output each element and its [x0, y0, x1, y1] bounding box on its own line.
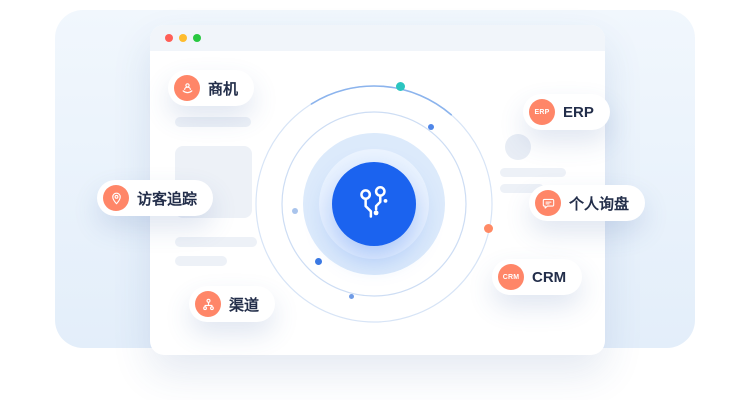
- pill-personal-inquiry: 个人询盘: [529, 185, 646, 221]
- accent-dot-teal: [396, 82, 405, 91]
- traffic-light-green-icon: [193, 34, 201, 42]
- skeleton-line: [175, 256, 227, 266]
- skeleton-line: [175, 237, 257, 247]
- pill-erp: ERP ERP: [523, 94, 610, 130]
- pill-opportunity: 商机: [168, 70, 255, 106]
- accent-dot-blue: [349, 294, 354, 299]
- erp-badge-text: ERP: [534, 108, 550, 116]
- pill-label: CRM: [532, 268, 567, 286]
- skeleton-line: [500, 168, 566, 177]
- pill-label: 访客追踪: [137, 190, 198, 208]
- crm-badge-text: CRM: [502, 273, 520, 281]
- accent-dot-blue: [315, 258, 322, 265]
- traffic-light-red-icon: [165, 34, 173, 42]
- hand-holding-user-icon: [174, 75, 200, 101]
- pill-channel: 渠道: [189, 286, 276, 322]
- traffic-light-yellow-icon: [179, 34, 187, 42]
- pill-visitor-tracking: 访客追踪: [97, 180, 214, 216]
- integration-hub: [332, 162, 416, 246]
- window-topbar: [150, 25, 605, 51]
- org-chart-icon: [195, 291, 221, 317]
- skeleton-line: [175, 117, 251, 127]
- crm-badge-icon: CRM: [498, 264, 524, 290]
- integration-circuit-icon: [360, 186, 388, 218]
- skeleton-circle: [505, 134, 531, 160]
- chat-bubble-icon: [535, 190, 561, 216]
- location-pin-icon: [103, 185, 129, 211]
- accent-dot-blue: [428, 124, 434, 130]
- pill-crm: CRM CRM: [492, 259, 583, 295]
- accent-dot-blue: [292, 208, 298, 214]
- erp-badge-icon: ERP: [529, 99, 555, 125]
- pill-label: 渠道: [229, 296, 260, 314]
- pill-label: ERP: [563, 103, 594, 121]
- accent-dot-orange: [484, 224, 493, 233]
- skeleton-line: [500, 184, 544, 193]
- pill-label: 个人询盘: [569, 195, 630, 213]
- pill-label: 商机: [208, 80, 239, 98]
